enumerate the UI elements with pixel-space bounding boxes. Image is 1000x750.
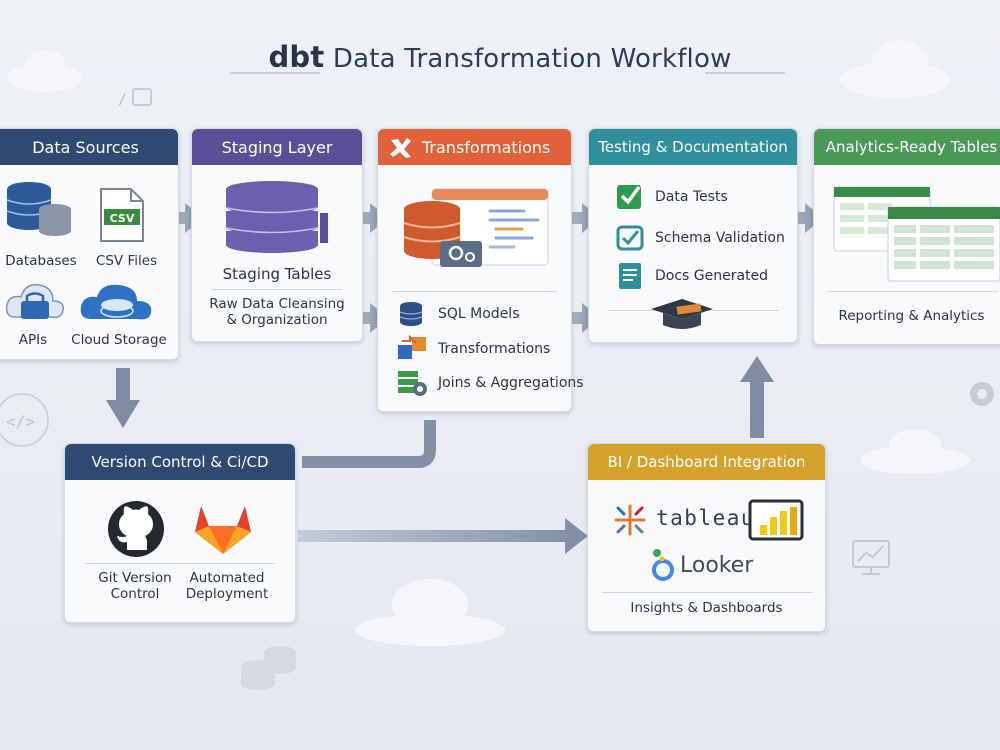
transformations-header: Transformations [378, 129, 571, 165]
source-databases: Databases [5, 253, 77, 269]
testing-item-docs-generated: Docs Generated [655, 268, 769, 284]
tableau-logo-icon [614, 504, 646, 536]
title-brand: dbt [268, 40, 325, 74]
dbt-logo-icon [390, 138, 411, 158]
git-version-line1: Git Version [98, 570, 172, 586]
data-sources-header: Data Sources [0, 129, 178, 165]
page-title: dbt Data Transformation Workflow [0, 40, 1000, 74]
graduation-cap-icon [651, 299, 713, 329]
gitlab-icon [195, 506, 251, 554]
testing-documentation-panel: Testing & Documentation Data Tests Schem… [588, 128, 798, 343]
title-text: Data Transformation Workflow [332, 44, 732, 74]
staging-desc-line1: Raw Data Cleansing [209, 296, 345, 312]
bi-divider [602, 592, 812, 593]
github-icon [108, 501, 164, 557]
docs-generated-icon [619, 263, 641, 289]
staging-desc-line2: & Organization [226, 312, 328, 328]
data-tests-check-icon [617, 185, 641, 209]
looker-logo-icon [652, 549, 674, 581]
bi-dashboard-panel: BI / Dashboard Integration tableau Looke… [587, 443, 826, 632]
power-bi-icon [748, 499, 804, 541]
title-rule-left [230, 72, 320, 74]
looker-wordmark: Looker [680, 553, 754, 578]
data-sources-panel: Data Sources Databases CSV CSV Files API… [0, 128, 179, 360]
svg-text:/: / [118, 90, 127, 108]
staging-tables-icon [225, 181, 328, 253]
sql-editor-icon [403, 188, 549, 267]
transformations-icon [398, 334, 426, 359]
transform-divider [392, 291, 557, 292]
spreadsheet-icon [833, 186, 1000, 282]
analytics-ready-panel: Analytics-Ready Tables Reporting & Analy… [813, 128, 1000, 345]
staging-divider [212, 289, 342, 290]
version-control-panel: Version Control & Ci/CD Git Version Cont… [64, 443, 296, 623]
transform-item-sql-models: SQL Models [438, 306, 520, 322]
database-icon [6, 182, 71, 236]
source-csv-files: CSV Files [95, 253, 158, 269]
analytics-footer: Reporting & Analytics [838, 308, 985, 324]
svg-text:</>: </> [6, 412, 35, 431]
testing-item-data-tests: Data Tests [655, 189, 728, 205]
staging-tables-label: Staging Tables [222, 265, 332, 283]
testing-item-schema-validation: Schema Validation [655, 230, 785, 246]
transformations-panel: Transformations SQL Models Transformatio… [377, 128, 584, 412]
analytics-ready-header: Analytics-Ready Tables [814, 129, 1000, 165]
api-cloud-icon [5, 284, 65, 319]
sql-models-icon [399, 302, 423, 326]
csv-badge: CSV [109, 212, 135, 225]
staging-layer-header: Staging Layer [192, 129, 362, 165]
automated-deployment-line2: Deployment [185, 586, 269, 602]
git-version-line2: Control [110, 586, 160, 602]
bi-footer: Insights & Dashboards [630, 600, 783, 616]
schema-validation-icon [616, 225, 644, 251]
source-apis: APIs [18, 332, 48, 348]
transform-item-joins-aggregations: Joins & Aggregations [438, 375, 584, 391]
joins-aggregations-icon [398, 371, 427, 396]
bi-dashboard-header: BI / Dashboard Integration [588, 444, 825, 480]
vcs-divider [85, 563, 275, 564]
transform-item-transformations: Transformations [438, 341, 551, 357]
source-cloud-storage: Cloud Storage [71, 332, 167, 348]
automated-deployment-line1: Automated [189, 570, 265, 586]
title-rule-right [705, 72, 785, 74]
staging-layer-panel: Staging Layer Staging Tables Raw Data Cl… [191, 128, 363, 342]
version-control-header: Version Control & Ci/CD [65, 444, 295, 480]
analytics-divider [828, 291, 998, 292]
csv-file-icon [100, 188, 144, 242]
cloud-storage-icon [80, 284, 152, 320]
transformations-header-label: Transformations [422, 137, 551, 157]
testing-documentation-header: Testing & Documentation [589, 129, 797, 165]
tableau-wordmark: tableau [656, 506, 756, 530]
